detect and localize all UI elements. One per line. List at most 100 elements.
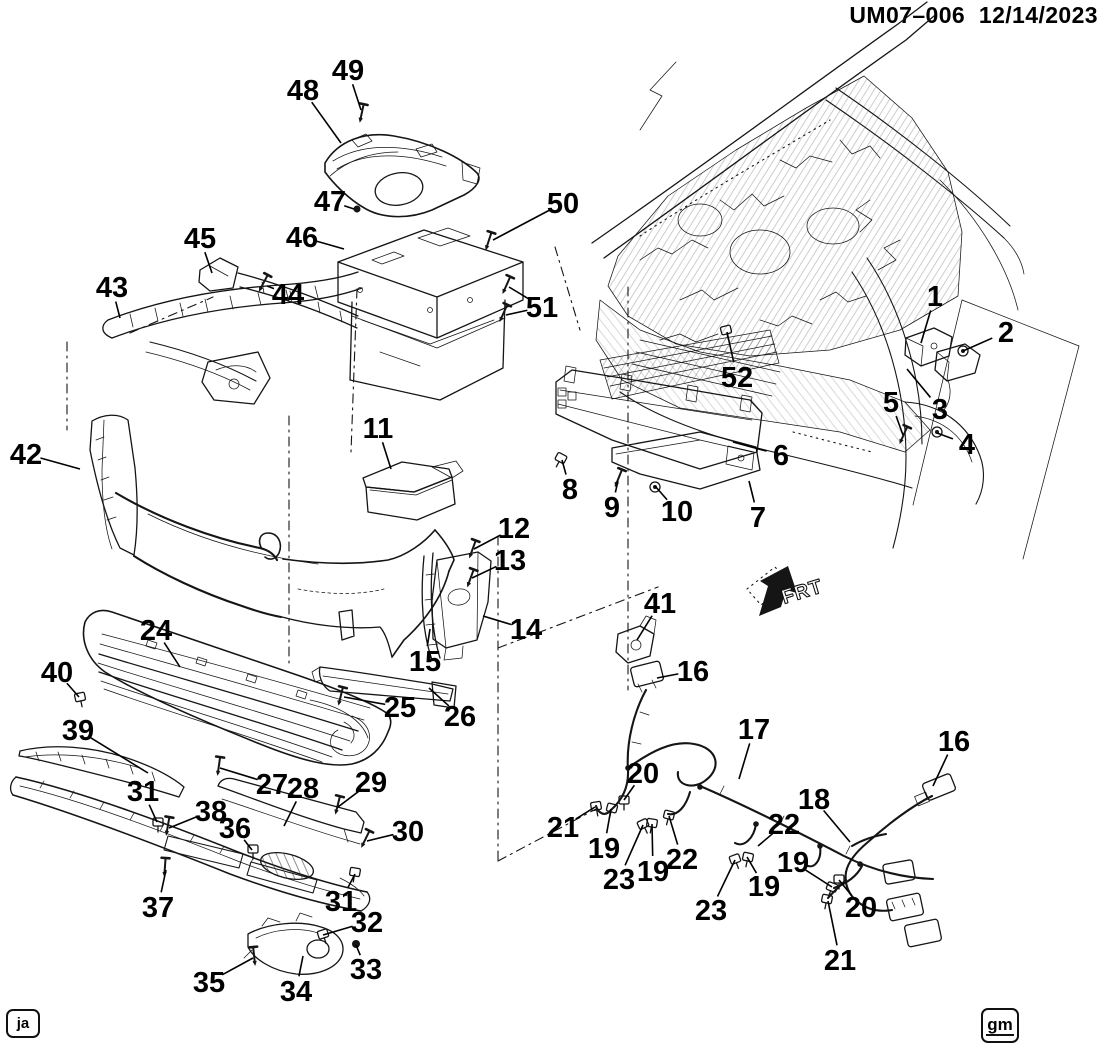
callout-23: 23 bbox=[695, 895, 727, 927]
leader-line bbox=[823, 809, 851, 843]
part-impact-bar bbox=[311, 666, 457, 709]
callout-47: 47 bbox=[314, 186, 346, 218]
callout-26: 26 bbox=[444, 701, 476, 733]
part-deflector-panels bbox=[555, 329, 780, 490]
leader-line bbox=[508, 286, 530, 300]
part-radiator-support bbox=[337, 227, 524, 401]
leader-line bbox=[906, 368, 932, 398]
leader-line bbox=[668, 815, 679, 845]
leader-line bbox=[561, 459, 567, 475]
leader-line bbox=[605, 808, 612, 834]
leader-line bbox=[351, 84, 362, 111]
callout-7: 7 bbox=[750, 502, 766, 534]
leader-line bbox=[746, 856, 758, 874]
callout-1: 1 bbox=[927, 281, 943, 313]
callout-29: 29 bbox=[355, 767, 387, 799]
callout-19: 19 bbox=[777, 847, 809, 879]
leader-line bbox=[316, 240, 345, 250]
leader-line bbox=[805, 869, 833, 888]
leader-line bbox=[40, 457, 81, 470]
leader-line bbox=[426, 628, 431, 647]
callout-10: 10 bbox=[661, 496, 693, 528]
leader-line bbox=[827, 900, 838, 946]
leader-line bbox=[962, 337, 993, 352]
ja-badge-label: ja bbox=[16, 1015, 30, 1032]
callout-50: 50 bbox=[547, 188, 579, 220]
leader-line bbox=[716, 859, 736, 897]
callout-46: 46 bbox=[286, 222, 318, 254]
leader-line bbox=[355, 944, 361, 956]
part-fascia bbox=[89, 414, 455, 658]
frt-arrow-icon bbox=[759, 566, 797, 616]
leader-line bbox=[204, 251, 213, 274]
callout-19: 19 bbox=[588, 833, 620, 865]
leader-line bbox=[311, 101, 342, 144]
callout-2: 2 bbox=[998, 317, 1014, 349]
callout-12: 12 bbox=[498, 513, 530, 545]
callout-16: 16 bbox=[938, 726, 970, 758]
leader-line bbox=[66, 682, 80, 698]
leader-line bbox=[473, 534, 502, 550]
leader-line bbox=[656, 673, 679, 679]
callout-27: 27 bbox=[256, 769, 288, 801]
callout-17: 17 bbox=[738, 714, 770, 746]
callout-13: 13 bbox=[494, 545, 526, 577]
part-harness-left bbox=[594, 615, 935, 890]
leader-line bbox=[168, 815, 198, 829]
leader-line bbox=[936, 432, 954, 440]
leader-line bbox=[219, 767, 258, 781]
leader-line bbox=[748, 480, 756, 503]
gm-badge: gm bbox=[981, 1008, 1019, 1043]
part-brackets-14-15 bbox=[421, 551, 492, 661]
part-tie-bar bbox=[102, 257, 363, 405]
leader-line bbox=[651, 823, 654, 857]
callout-9: 9 bbox=[604, 492, 620, 524]
leader-line bbox=[575, 806, 596, 820]
callout-33: 33 bbox=[350, 954, 382, 986]
frt-indicator: FRT bbox=[746, 566, 826, 616]
leader-line bbox=[482, 615, 512, 626]
leader-line bbox=[266, 285, 275, 290]
leader-line bbox=[90, 737, 149, 774]
leader-line bbox=[347, 873, 356, 889]
callout-45: 45 bbox=[184, 223, 216, 255]
callout-20: 20 bbox=[845, 892, 877, 924]
callout-8: 8 bbox=[562, 474, 578, 506]
callout-22: 22 bbox=[666, 844, 698, 876]
part-grille bbox=[82, 609, 392, 766]
leader-line bbox=[757, 833, 774, 847]
leader-line bbox=[614, 480, 619, 493]
callout-21: 21 bbox=[824, 945, 856, 977]
callout-37: 37 bbox=[142, 892, 174, 924]
callout-4: 4 bbox=[959, 429, 975, 461]
gm-logo-icon: gm bbox=[986, 1014, 1014, 1036]
leader-line bbox=[221, 957, 254, 976]
callout-19: 19 bbox=[748, 871, 780, 903]
leader-line bbox=[471, 565, 497, 579]
leader-line bbox=[148, 804, 158, 823]
callout-39: 39 bbox=[62, 715, 94, 747]
part-absorber bbox=[362, 460, 464, 521]
callout-28: 28 bbox=[287, 773, 319, 805]
leader-line bbox=[838, 879, 853, 896]
callout-49: 49 bbox=[332, 55, 364, 87]
callout-19: 19 bbox=[637, 856, 669, 888]
leader-line bbox=[636, 615, 653, 641]
leader-line bbox=[738, 743, 751, 780]
leader-line bbox=[337, 790, 360, 808]
leader-line bbox=[160, 869, 167, 893]
callout-38: 38 bbox=[195, 796, 227, 828]
ja-badge: ja bbox=[6, 1009, 40, 1038]
leader-line bbox=[654, 485, 668, 501]
callout-14: 14 bbox=[510, 614, 542, 646]
leader-line bbox=[932, 754, 949, 787]
callout-51: 51 bbox=[526, 292, 558, 324]
callout-31: 31 bbox=[127, 776, 159, 808]
part-fog-bezel bbox=[243, 912, 344, 975]
callout-41: 41 bbox=[644, 588, 676, 620]
callout-32: 32 bbox=[351, 907, 383, 939]
callout-20: 20 bbox=[627, 758, 659, 790]
